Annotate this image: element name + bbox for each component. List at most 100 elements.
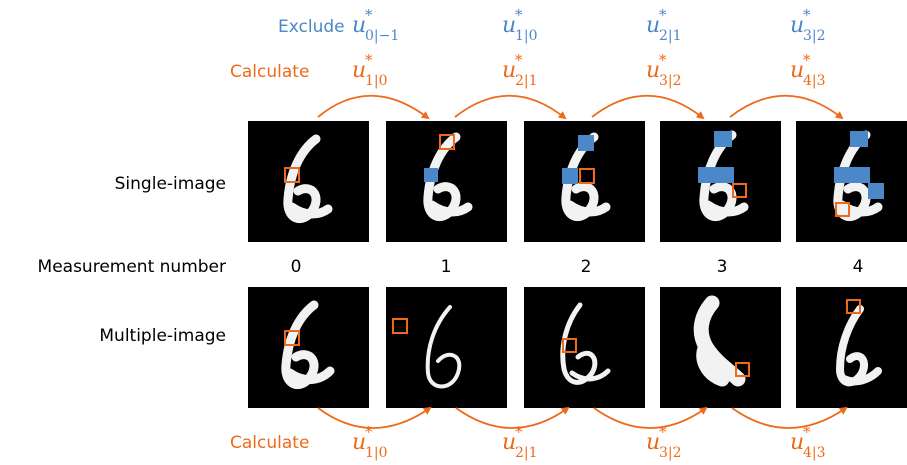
calculate-label-top: Calculate [230,62,309,82]
measurement-number: 2 [581,257,592,277]
masked-patch [424,168,438,182]
svg-text:1|0: 1|0 [365,73,388,89]
single-image-panel [660,121,781,242]
single-image-panel [524,121,645,242]
multiple-image-panel [796,287,907,408]
exclude-term: u * 2|1 [646,6,682,44]
digit-stroke [423,132,473,222]
svg-text:u: u [502,430,516,455]
svg-text:u: u [352,58,366,83]
svg-text:u: u [790,430,804,455]
masked-patch [714,131,732,147]
exclude-term: u * 0|−1 [352,6,399,44]
svg-text:4|3: 4|3 [803,445,826,461]
svg-text:u: u [646,58,660,83]
digit-stroke [560,302,611,385]
masked-patch [716,167,734,183]
masked-patch [834,167,852,183]
svg-text:u: u [502,58,516,83]
single-image-panel [248,121,369,242]
svg-text:*: * [515,423,523,441]
svg-text:3|2: 3|2 [803,28,826,44]
svg-text:3|2: 3|2 [659,73,682,89]
highlight-box [732,183,747,198]
highlight-box [392,318,408,334]
svg-text:*: * [659,423,667,441]
svg-text:*: * [659,6,667,24]
calculate-term-top: u * 3|2 [646,51,682,89]
svg-text:*: * [803,51,811,69]
svg-text:*: * [803,423,811,441]
highlight-box [579,168,595,184]
svg-text:*: * [365,423,373,441]
digit-panel-background [248,121,369,242]
masked-patch [850,131,868,147]
digit-stroke [699,130,749,222]
svg-text:u: u [352,13,366,38]
masked-patch [698,167,716,183]
single-image-label: Single-image [115,174,226,194]
svg-text:u: u [352,430,366,455]
svg-text:3|2: 3|2 [659,445,682,461]
svg-text:u: u [790,58,804,83]
measurement-number: 4 [853,257,864,277]
svg-text:0|−1: 0|−1 [365,28,399,44]
exclude-label: Exclude [278,17,345,37]
svg-text:2|1: 2|1 [659,28,682,44]
digit-stroke [425,305,462,389]
digit-stroke [561,132,611,222]
multiple-image-panel [386,287,507,408]
curved-arrow-icon [317,94,430,120]
multiple-image-panel [248,287,369,408]
multiple-image-label: Multiple-image [99,326,226,346]
single-image-panel [386,121,507,242]
svg-text:1|0: 1|0 [365,445,388,461]
svg-text:*: * [515,6,523,24]
svg-text:4|3: 4|3 [803,73,826,89]
svg-text:u: u [646,13,660,38]
svg-text:*: * [365,51,373,69]
svg-text:2|1: 2|1 [515,73,538,89]
svg-text:*: * [659,51,667,69]
calculate-term-bottom: u * 4|3 [790,423,826,461]
svg-text:2|1: 2|1 [515,445,538,461]
single-image-panel [796,121,907,242]
highlight-box [562,338,577,353]
digit-panel-background [660,287,781,408]
calculate-term-bottom: u * 3|2 [646,423,682,461]
digit-panel-background [386,287,507,408]
curved-arrow-icon [591,94,705,120]
curved-arrow-icon [593,406,708,429]
highlight-box [846,299,861,314]
masked-patch [868,183,884,199]
svg-text:*: * [803,6,811,24]
multiple-image-panel [660,287,781,408]
highlight-box [735,362,750,377]
digit-stroke [833,130,883,222]
masked-patch [578,135,594,151]
svg-text:u: u [790,13,804,38]
digit-stroke [693,295,746,387]
curved-arrow-icon [731,406,848,429]
multiple-image-panel [524,287,645,408]
exclude-term: u * 1|0 [502,6,538,44]
measurement-number: 0 [291,257,302,277]
measurement-number: 3 [717,257,728,277]
highlight-box [835,202,850,217]
curved-arrow-icon [317,406,432,429]
curved-arrow-icon [729,94,844,120]
masked-patch [562,168,578,184]
calculate-term-bottom: u * 2|1 [502,423,538,461]
digit-stroke [836,305,882,387]
curved-arrow-icon [455,406,570,429]
measurement-number: 1 [441,257,452,277]
highlight-box [284,167,300,183]
highlight-box [284,330,300,346]
masked-patch [852,167,870,183]
digit-stroke [281,300,335,390]
curved-arrow-icon [454,94,567,120]
digit-panel-background [386,121,507,242]
digit-stroke [283,134,333,224]
calculate-term-top: u * 2|1 [502,51,538,89]
